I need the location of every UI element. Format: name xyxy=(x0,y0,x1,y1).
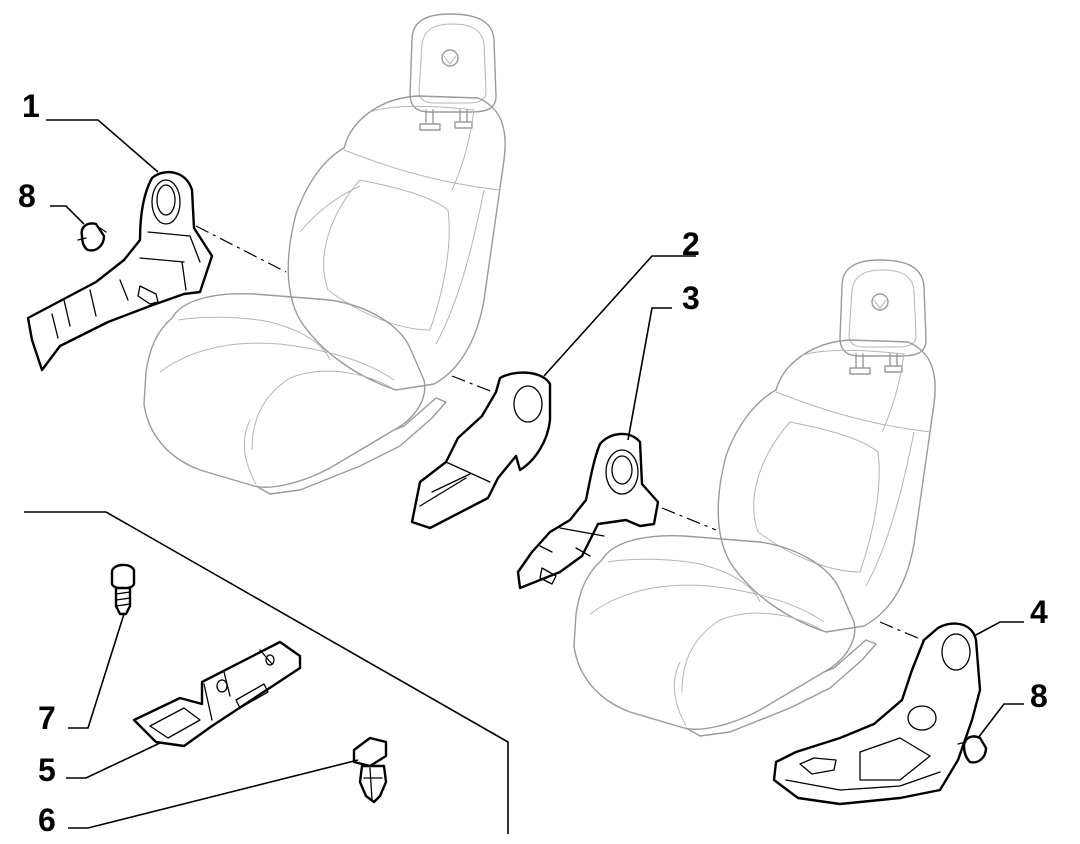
callout-4: 4 xyxy=(1030,594,1048,630)
left-seat xyxy=(143,13,506,495)
part-8-cap-left xyxy=(77,222,107,252)
part-8-cap-right xyxy=(957,735,988,764)
leader-line-5 xyxy=(66,741,163,779)
part-2-inner-trim-panel xyxy=(410,371,552,530)
part-3-inner-trim-bracket xyxy=(516,432,660,590)
callout-5: 5 xyxy=(38,752,56,788)
part-7-screw xyxy=(110,563,136,616)
callout-8-left: 8 xyxy=(18,178,36,214)
part-6-push-clip xyxy=(352,736,388,804)
leader-line-2 xyxy=(543,255,696,377)
part-4-outer-side-trim xyxy=(772,622,982,806)
callout-8-right: 8 xyxy=(1030,678,1048,714)
alignment-line-3 xyxy=(661,507,717,531)
leader-line-8-right xyxy=(977,703,1024,739)
callout-3: 3 xyxy=(682,280,700,316)
leader-line-3 xyxy=(627,307,672,441)
alignment-line-2 xyxy=(451,375,509,399)
callout-1: 1 xyxy=(22,88,40,124)
alignment-line-1 xyxy=(195,225,287,273)
callout-6: 6 xyxy=(38,802,56,838)
leader-line-1 xyxy=(46,119,159,173)
part-1-outer-side-trim xyxy=(26,170,214,372)
leader-line-6 xyxy=(68,759,359,829)
leader-line-7 xyxy=(68,613,125,729)
callout-7: 7 xyxy=(38,700,56,736)
callout-2: 2 xyxy=(682,226,700,262)
leader-line-4 xyxy=(973,621,1024,637)
region-boundary-line xyxy=(24,511,509,834)
part-5-bracket-plate xyxy=(132,640,302,748)
right-seat xyxy=(573,259,936,737)
leader-line-8-left xyxy=(50,205,85,225)
